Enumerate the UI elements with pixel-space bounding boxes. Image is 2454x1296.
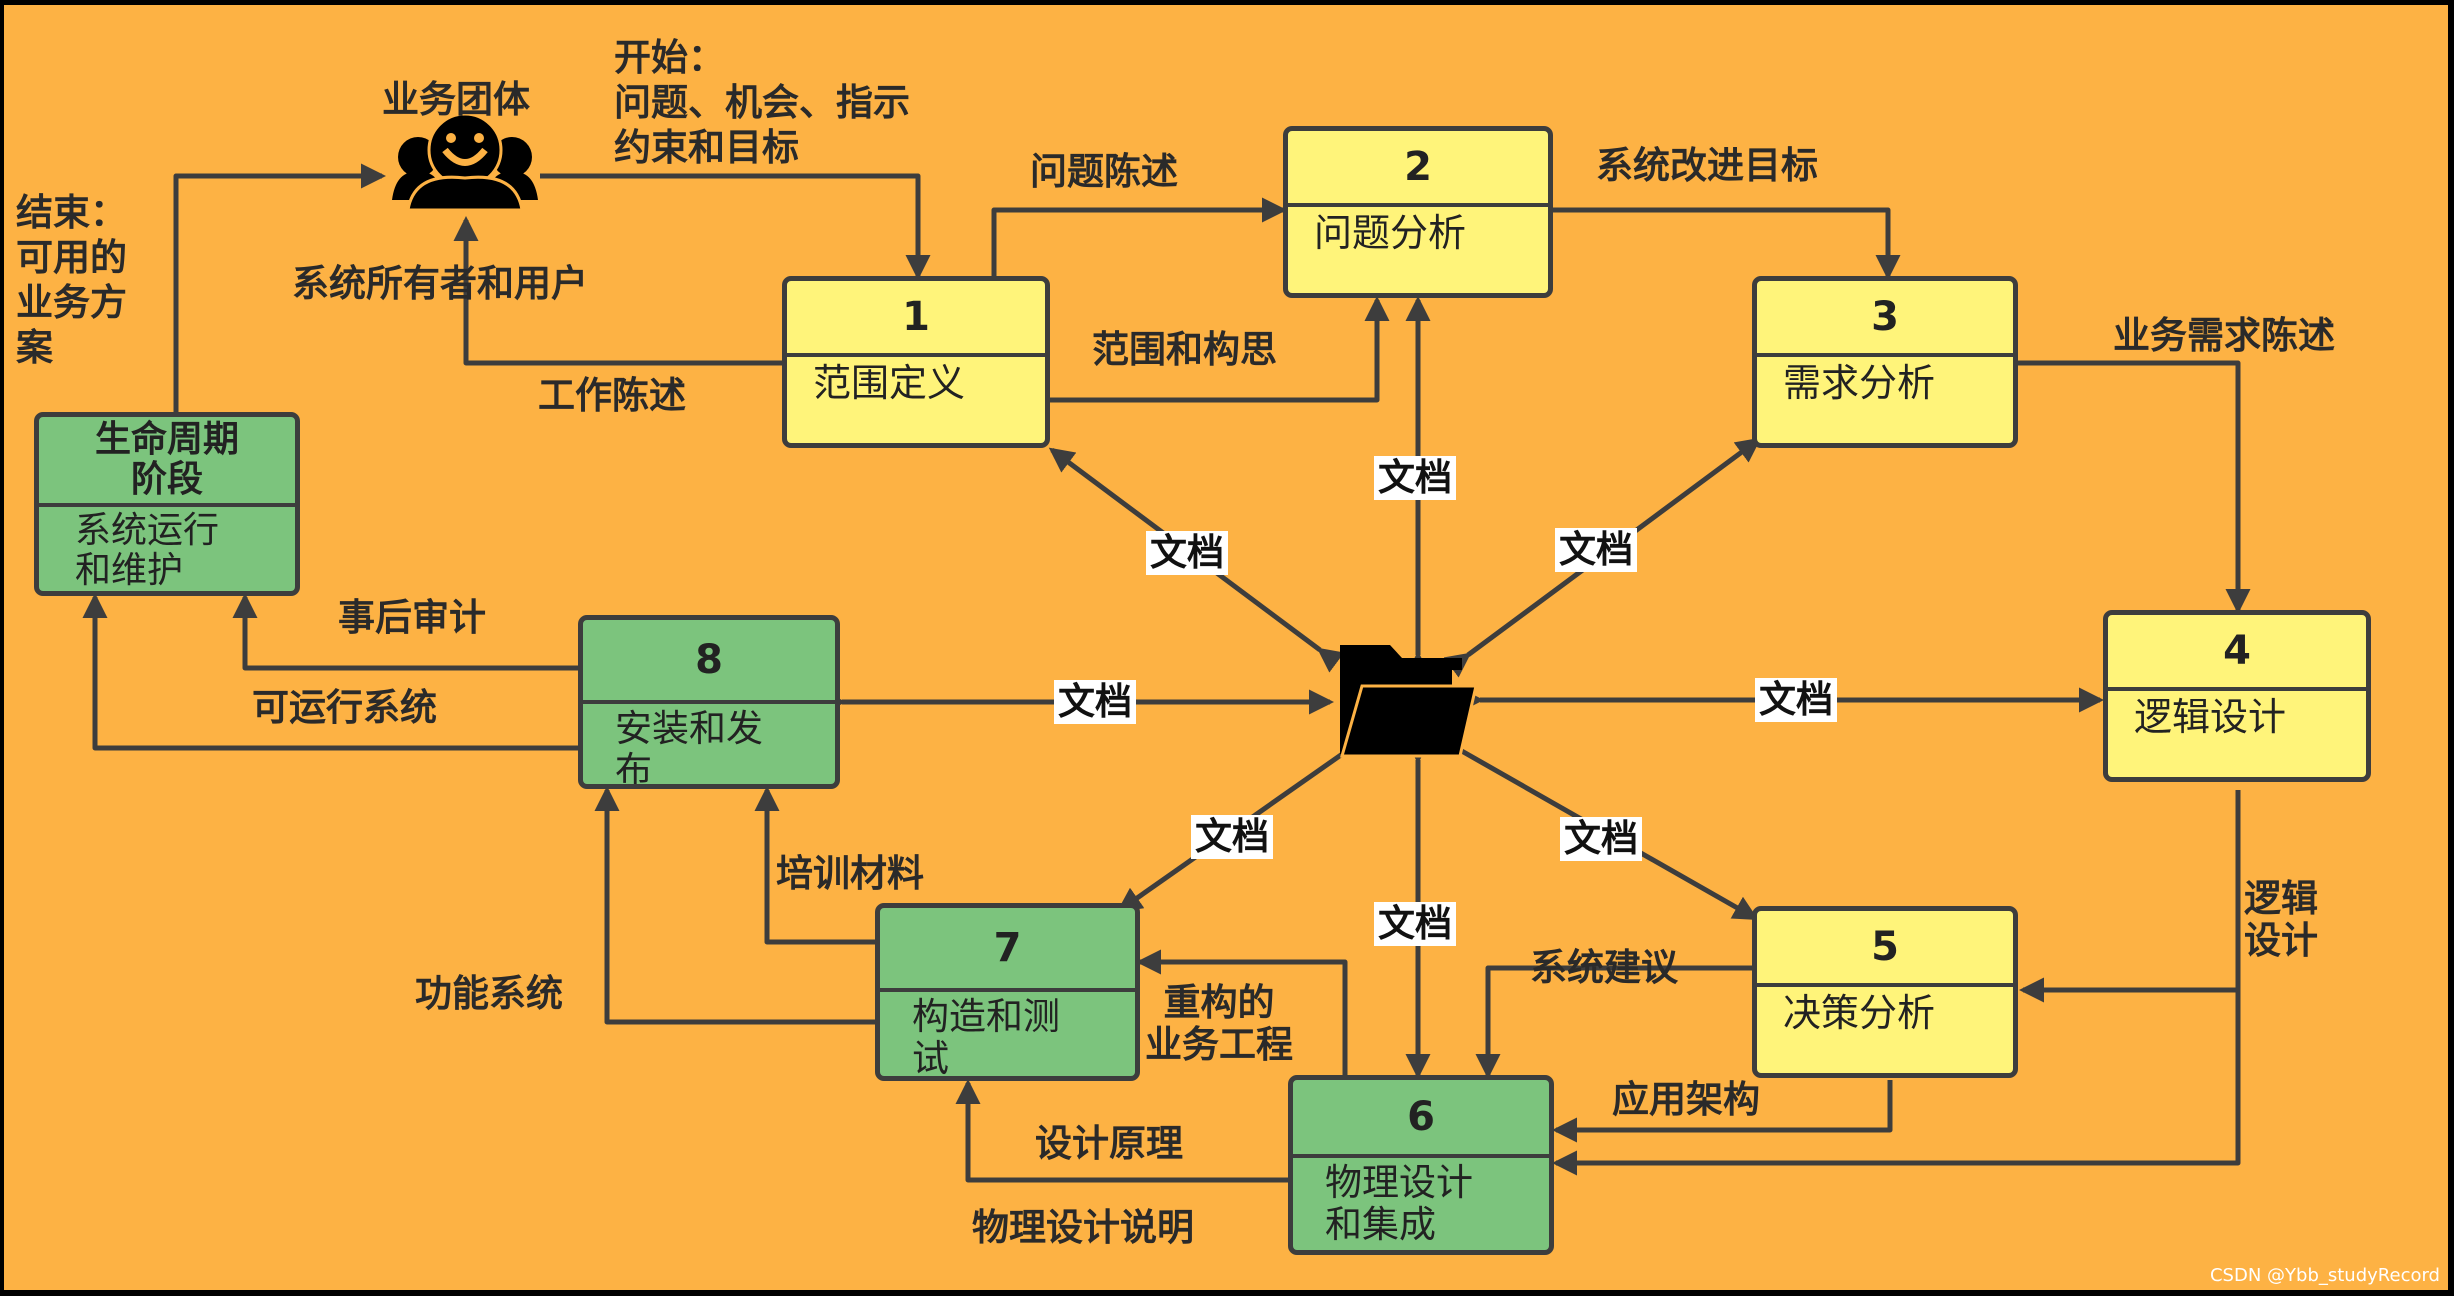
phase-number: 6 [1293, 1080, 1549, 1158]
phase-number: 4 [2108, 615, 2366, 692]
phase-5-box[interactable]: 5 决策分析 [1752, 906, 2018, 1078]
phase-label: 决策分析 [1783, 991, 1936, 1036]
flow-work-statement: 工作陈述 [538, 374, 686, 417]
lifecycle-box[interactable]: 生命周期 阶段 系统运行 和维护 [34, 412, 300, 596]
phase-label: 范围定义 [813, 361, 966, 406]
document-label: 文档 [1374, 902, 1456, 946]
phase-6-box[interactable]: 6 物理设计 和集成 [1288, 1075, 1554, 1255]
document-label: 文档 [1555, 528, 1637, 572]
user-group-icon [392, 112, 538, 212]
document-label: 文档 [1191, 815, 1273, 859]
flow-post-audit: 事后审计 [338, 596, 486, 639]
diagram-background [4, 5, 2448, 1290]
end-text: 结束： 可用的 业务方 案 [16, 191, 127, 369]
flow-scope-vision: 范围和构思 [1092, 328, 1277, 371]
phase-label: 需求分析 [1783, 361, 1936, 406]
document-label: 文档 [1560, 817, 1642, 861]
document-label: 文档 [1374, 456, 1456, 500]
flow-logical-design: 逻辑 设计 [2244, 877, 2318, 962]
phase-label: 逻辑设计 [2134, 695, 2287, 740]
phase-label: 问题分析 [1314, 211, 1467, 256]
flow-owners-users: 系统所有者和用户 [292, 262, 588, 305]
phase-3-box[interactable]: 3 需求分析 [1752, 276, 2018, 448]
folder-icon [1340, 645, 1478, 758]
lifecycle-label: 系统运行 和维护 [75, 510, 220, 591]
phase-8-box[interactable]: 8 安装和发 布 [578, 615, 840, 789]
phase-number: 1 [787, 281, 1045, 358]
flow-operational-system: 可运行系统 [252, 686, 437, 729]
document-label: 文档 [1755, 678, 1837, 722]
phase-2-box[interactable]: 2 问题分析 [1283, 126, 1553, 298]
phase-number: 5 [1757, 911, 2013, 988]
phase-label: 物理设计 和集成 [1325, 1161, 1473, 1246]
phase-label: 构造和测 试 [912, 995, 1060, 1080]
flow-system-proposal: 系统建议 [1530, 946, 1678, 989]
flow-design-rationale: 设计原理 [1035, 1122, 1183, 1165]
flow-application-architecture: 应用架构 [1612, 1078, 1760, 1121]
lifecycle-title: 生命周期 阶段 [39, 417, 295, 507]
phase-number: 2 [1288, 131, 1548, 208]
flow-physical-design-spec: 物理设计说明 [972, 1206, 1194, 1249]
start-text: 开始： 问题、机会、指示 约束和目标 [614, 36, 910, 169]
flow-reengineered-business: 重构的 业务工程 [1145, 981, 1293, 1066]
stakeholder-label: 业务团体 [382, 78, 530, 121]
phase-number: 7 [880, 908, 1135, 992]
flow-business-requirements: 业务需求陈述 [2113, 314, 2335, 357]
phase-number: 3 [1757, 281, 2013, 358]
document-label: 文档 [1054, 680, 1136, 724]
watermark: CSDN @Ybb_studyRecord [2209, 1265, 2440, 1286]
phase-1-box[interactable]: 1 范围定义 [782, 276, 1050, 448]
flow-functional-system: 功能系统 [415, 972, 563, 1015]
flow-problem-statement: 问题陈述 [1030, 150, 1178, 193]
phase-7-box[interactable]: 7 构造和测 试 [875, 903, 1140, 1081]
document-label: 文档 [1146, 531, 1228, 575]
flow-improvement-goals: 系统改进目标 [1596, 144, 1818, 187]
phase-number: 8 [583, 620, 835, 704]
phase-4-box[interactable]: 4 逻辑设计 [2103, 610, 2371, 782]
phase-label: 安装和发 布 [615, 707, 763, 789]
flow-training-materials: 培训材料 [776, 852, 924, 895]
